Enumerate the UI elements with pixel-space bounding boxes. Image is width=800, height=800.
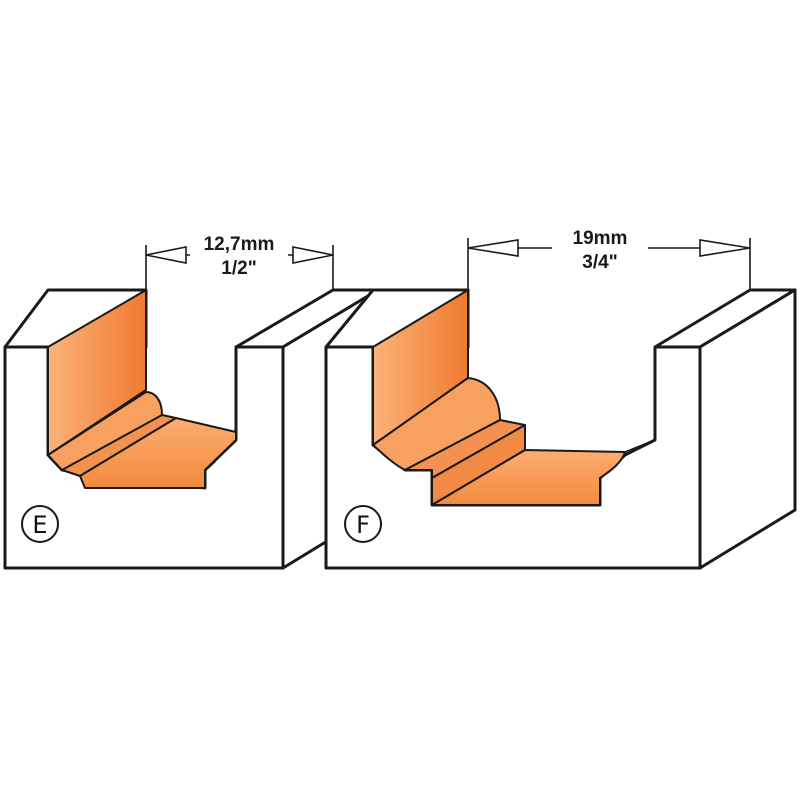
profile-f-badge-circle bbox=[344, 505, 382, 543]
profile-f: 19mm 3/4" F bbox=[324, 226, 797, 570]
profile-f-floor bbox=[431, 449, 626, 506]
profile-f-arrow-right bbox=[699, 239, 751, 257]
profile-e-badge: E bbox=[32, 511, 47, 539]
profile-f-badge: F bbox=[356, 511, 370, 539]
profile-e-dimension-metric: 12,7mm bbox=[204, 234, 275, 255]
profile-f-label-bg bbox=[552, 226, 648, 272]
profile-e-dimension-imperial: 1/2" bbox=[221, 258, 256, 279]
profile-f-arrow-left bbox=[467, 239, 519, 257]
profile-e-floor-step bbox=[85, 461, 216, 489]
profile-f-block-right-side bbox=[698, 288, 797, 570]
profile-f-floor-edge bbox=[624, 439, 656, 453]
profile-e: 12,7mm 1/2" E bbox=[3, 232, 380, 570]
profile-e-back-wall bbox=[47, 289, 147, 456]
profile-e-arrow-left bbox=[145, 246, 187, 264]
profile-e-label-bg bbox=[190, 232, 288, 278]
profile-f-dimension-metric: 19mm bbox=[573, 228, 628, 249]
profile-f-dimension-imperial: 3/4" bbox=[582, 252, 617, 273]
profile-e-badge-circle bbox=[21, 505, 59, 543]
profile-e-arrow-right bbox=[292, 246, 334, 264]
